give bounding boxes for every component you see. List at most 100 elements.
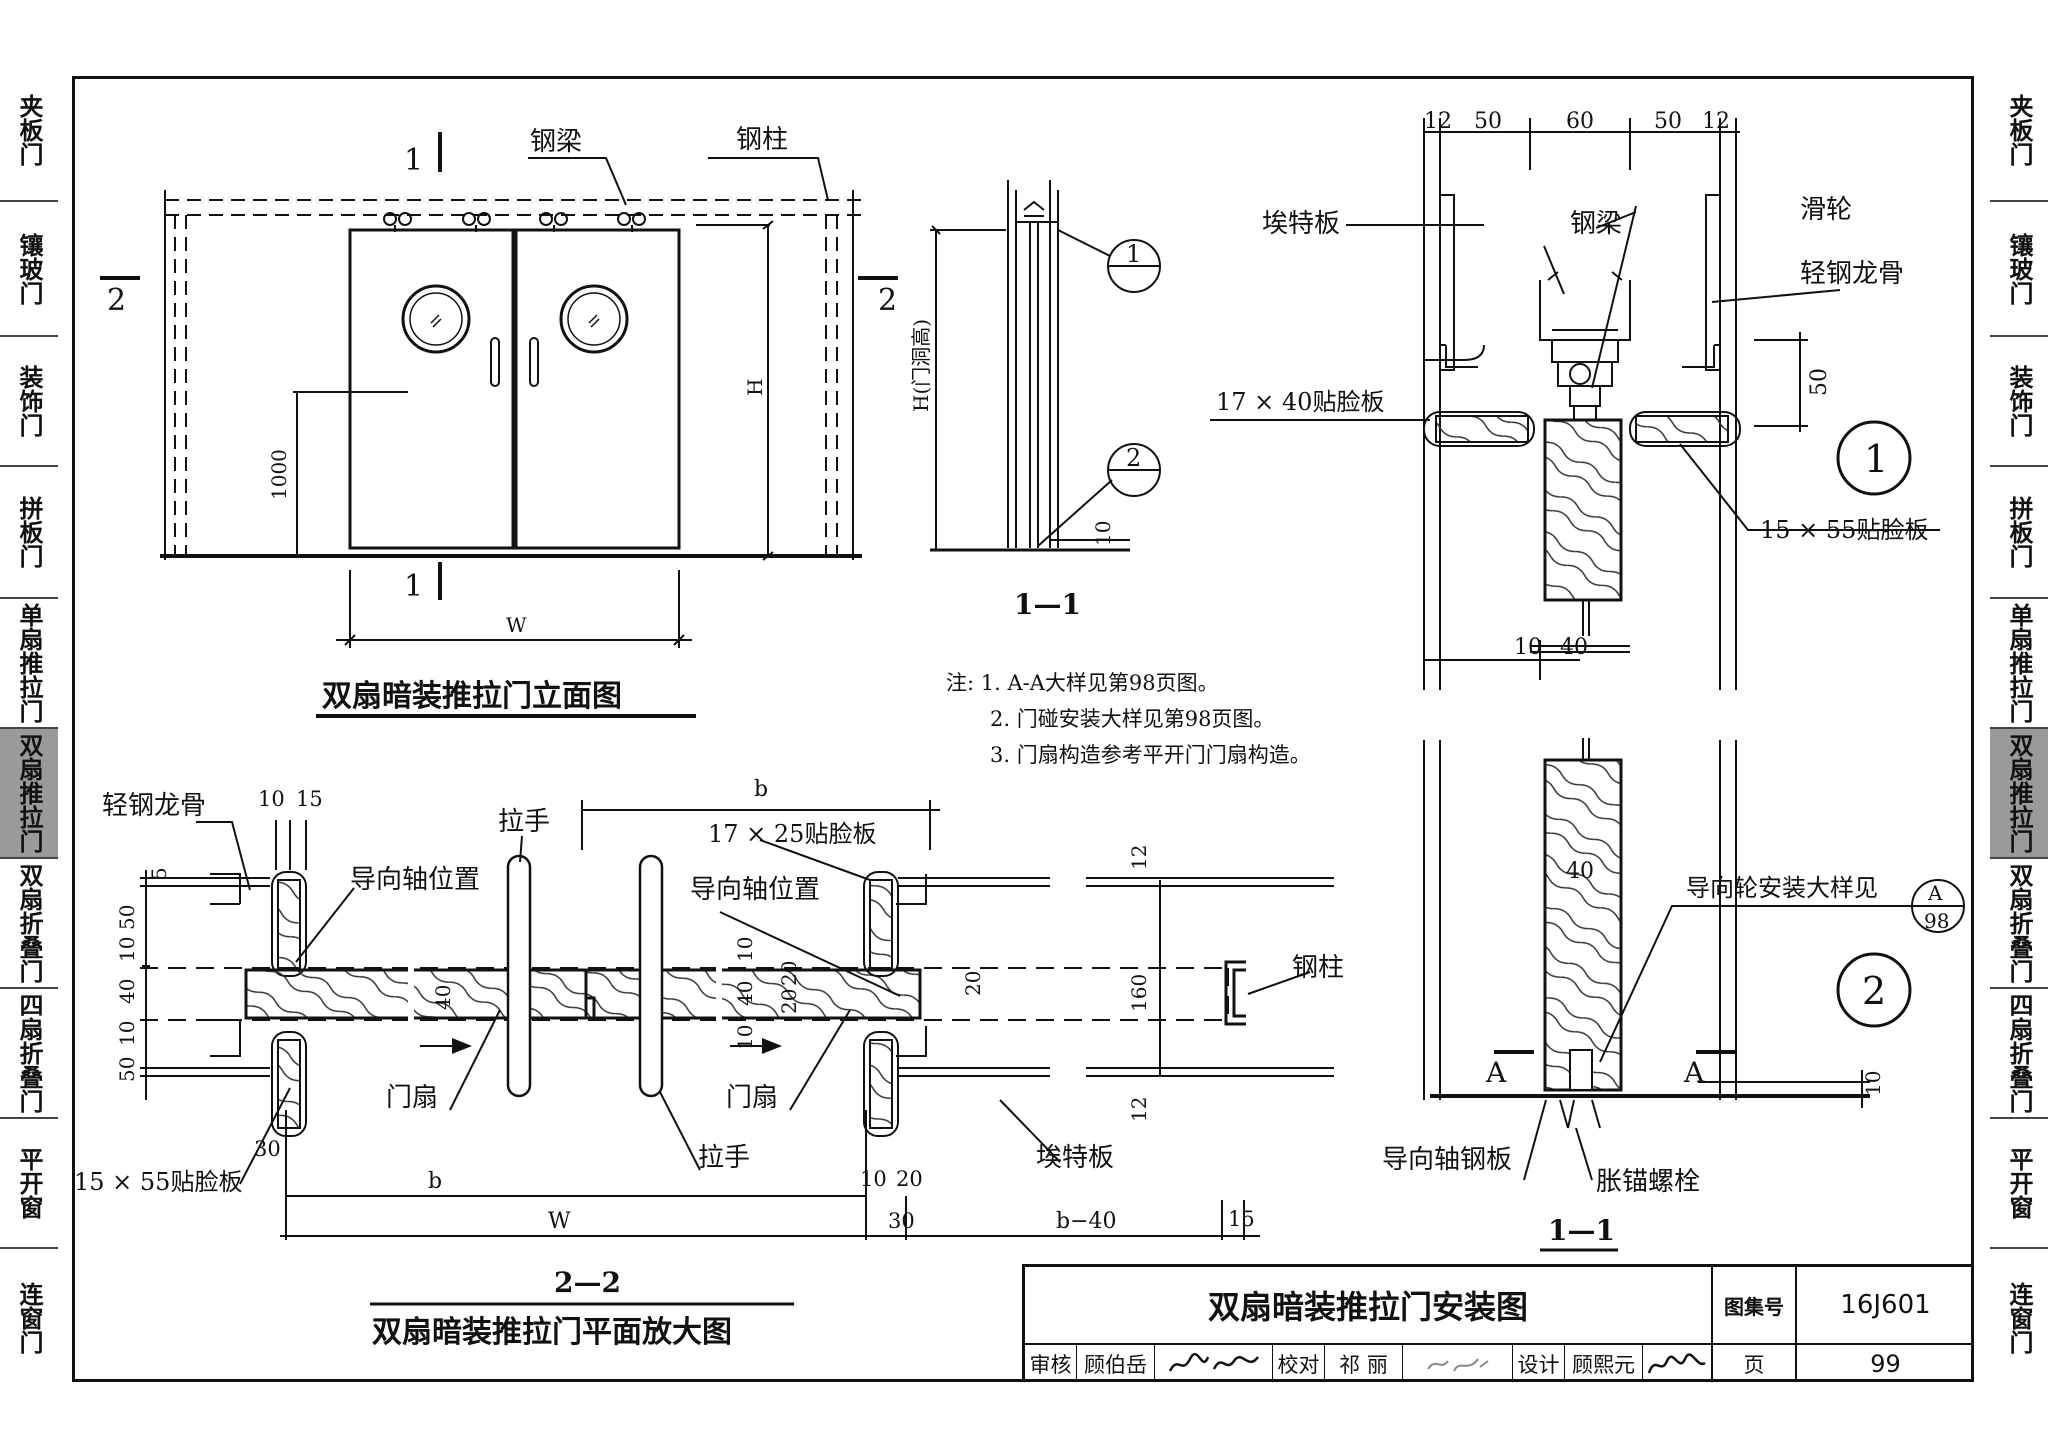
side-tab-right-1[interactable]: 镶玻门 <box>1990 202 2048 337</box>
plan-label-keel: 轻钢龙骨 <box>102 791 206 821</box>
detail-label-face-15x55: 15 × 55贴脸板 <box>1760 516 1928 544</box>
elevation-section-1-top: 1 <box>404 143 423 178</box>
plan-label-guide-pos-1: 导向轴位置 <box>350 865 480 895</box>
detail-dim-10: 10 <box>1514 635 1542 660</box>
detail-dim-50-right: 50 <box>1654 109 1682 134</box>
title-block-reviewer-signature <box>1155 1345 1273 1382</box>
plan-dim-v10: 10 <box>733 937 757 962</box>
side-tab-label: 装饰门 <box>2005 365 2033 437</box>
notes: 注: 1. A-A大样见第98页图。 2. 门碰安装大样见第98页图。 3. 门… <box>946 671 1311 767</box>
section-small-callout-1: 1 <box>1126 240 1141 268</box>
detail-labels: 12 50 60 50 12 埃特板 钢梁 滑轮 轻钢龙骨 17 × 40贴脸板… <box>1216 109 1949 1252</box>
detail-dim-50-left: 50 <box>1474 109 1502 134</box>
side-tab-label: 单扇推拉门 <box>2005 603 2033 723</box>
plan-dim-b-top: b <box>754 777 768 802</box>
side-tab-left-5[interactable]: 双扇推拉门 <box>0 729 58 859</box>
plan-label-face-15x55: 15 × 55贴脸板 <box>74 1168 242 1196</box>
elevation-label-beam: 钢梁 <box>530 127 582 157</box>
plan-dim-b40: b−40 <box>1056 1209 1117 1234</box>
elevation-dim-H: H <box>743 379 767 396</box>
title-block-check-label: 校对 <box>1273 1345 1325 1382</box>
side-tab-label: 镶玻门 <box>15 232 43 305</box>
side-tab-right-2[interactable]: 装饰门 <box>1990 337 2048 467</box>
plan-labels: 轻钢龙骨 10 15 5 50 10 40 10 50 导向轴位置 拉手 b 1… <box>74 777 1344 1350</box>
section-small-labels: H(门洞高) 10 1 2 1—1 <box>909 240 1141 621</box>
side-tab-right-7[interactable]: 四扇折叠门 <box>1990 989 2048 1119</box>
section-small-dim-H-door: H(门洞高) <box>909 319 933 412</box>
detail-label-keel: 轻钢龙骨 <box>1800 259 1904 289</box>
plan-dim-20c: 20 <box>896 1167 923 1191</box>
side-tab-left-2[interactable]: 装饰门 <box>0 337 58 467</box>
title-block-atlas-label: 图集号 <box>1713 1267 1797 1345</box>
detail-label-face-17x40: 17 × 40贴脸板 <box>1216 388 1384 416</box>
plan-label-leaf-2: 门扇 <box>726 1083 778 1113</box>
plan-label-face-17x25: 17 × 25贴脸板 <box>708 820 876 848</box>
detail-label-beam: 钢梁 <box>1570 209 1622 239</box>
detail-label-pulley: 滑轮 <box>1800 195 1852 225</box>
side-tab-label: 装饰门 <box>15 365 43 437</box>
plan-label-board: 埃特板 <box>1036 1143 1114 1173</box>
side-tab-label: 平开窗 <box>2005 1147 2033 1219</box>
detail-dim-60: 60 <box>1566 109 1594 134</box>
side-tab-label: 拼板门 <box>15 496 43 568</box>
plan-dim-30b: 30 <box>888 1209 915 1233</box>
title-block-designer-signature <box>1643 1345 1713 1382</box>
side-tab-label: 双扇折叠门 <box>15 863 43 983</box>
plan-dim-160: 160 <box>1127 974 1151 1012</box>
title-block-page-label: 页 <box>1713 1345 1797 1382</box>
plan-title-num: 2—2 <box>554 1266 621 1299</box>
detail-ref-A: A <box>1927 881 1943 905</box>
plan-dim-v40: 40 <box>733 981 757 1006</box>
side-tab-label: 拼板门 <box>2005 496 2033 568</box>
side-tab-left-3[interactable]: 拼板门 <box>0 467 58 599</box>
elevation-dim-W: W <box>506 613 527 637</box>
plan-dim-10c: 10 <box>860 1167 887 1191</box>
side-tab-left-6[interactable]: 双扇折叠门 <box>0 859 58 989</box>
detail-label-anchor: 胀锚螺栓 <box>1596 1167 1700 1197</box>
side-tab-label: 双扇推拉门 <box>15 733 43 853</box>
side-tab-left-8[interactable]: 平开窗 <box>0 1119 58 1249</box>
elevation-dim-1000: 1000 <box>267 449 291 500</box>
side-tab-right-0[interactable]: 夹板门 <box>1990 60 2048 202</box>
plan-dim-50a: 50 <box>115 905 139 930</box>
detail-callout-1: 1 <box>1864 437 1888 481</box>
side-tab-right-9[interactable]: 连窗门 <box>1990 1249 2048 1387</box>
plan-dim-v10b: 10 <box>733 1025 757 1050</box>
side-tab-right-8[interactable]: 平开窗 <box>1990 1119 2048 1249</box>
detail-label-board: 埃特板 <box>1262 209 1340 239</box>
plan-dim-b-bottom: b <box>428 1169 442 1194</box>
side-tab-left-0[interactable]: 夹板门 <box>0 60 58 202</box>
side-tab-right-4[interactable]: 单扇推拉门 <box>1990 599 2048 729</box>
elevation-label-column: 钢柱 <box>736 125 788 155</box>
plan-label-column: 钢柱 <box>1292 953 1344 983</box>
side-tab-label: 夹板门 <box>15 94 43 166</box>
section-small-callout-2: 2 <box>1126 444 1141 472</box>
plan-dim-5: 5 <box>147 867 171 880</box>
plan-label-handle-top: 拉手 <box>498 807 550 837</box>
side-tab-left-4[interactable]: 单扇推拉门 <box>0 599 58 729</box>
note-line-1: 注: 1. A-A大样见第98页图。 <box>946 671 1219 695</box>
detail-dim-40b: 40 <box>1566 859 1594 884</box>
side-tab-right-6[interactable]: 双扇折叠门 <box>1990 859 2048 989</box>
designer-signature-icon <box>1647 1352 1706 1373</box>
plan-label-handle-bottom: 拉手 <box>698 1143 750 1173</box>
side-tab-label: 镶玻门 <box>2005 232 2033 305</box>
title-block-checker-signature <box>1403 1345 1513 1382</box>
elevation-section-2-right: 2 <box>878 283 897 318</box>
title-block: 双扇暗装推拉门安装图 图集号 16J601 审核 顾伯岳 校对 祁 丽 设计 顾… <box>1022 1264 1974 1382</box>
title-block-atlas-no: 16J601 <box>1797 1267 1974 1345</box>
plan-dim-12a: 12 <box>1127 845 1151 870</box>
side-tab-left-7[interactable]: 四扇折叠门 <box>0 989 58 1119</box>
plan-dim-10b: 10 <box>115 1021 139 1046</box>
plan-dim-12b: 12 <box>1127 1097 1151 1122</box>
plan-dim-50b: 50 <box>115 1057 139 1082</box>
plan-dim-20: 20 <box>961 971 985 996</box>
plan-dim-10a: 10 <box>115 937 139 962</box>
section-small-title: 1—1 <box>1014 588 1081 621</box>
side-tab-right-5[interactable]: 双扇推拉门 <box>1990 729 2048 859</box>
side-tab-left-9[interactable]: 连窗门 <box>0 1249 58 1387</box>
title-block-review-label: 审核 <box>1025 1345 1077 1382</box>
side-tab-left-1[interactable]: 镶玻门 <box>0 202 58 337</box>
side-tab-right-3[interactable]: 拼板门 <box>1990 467 2048 599</box>
